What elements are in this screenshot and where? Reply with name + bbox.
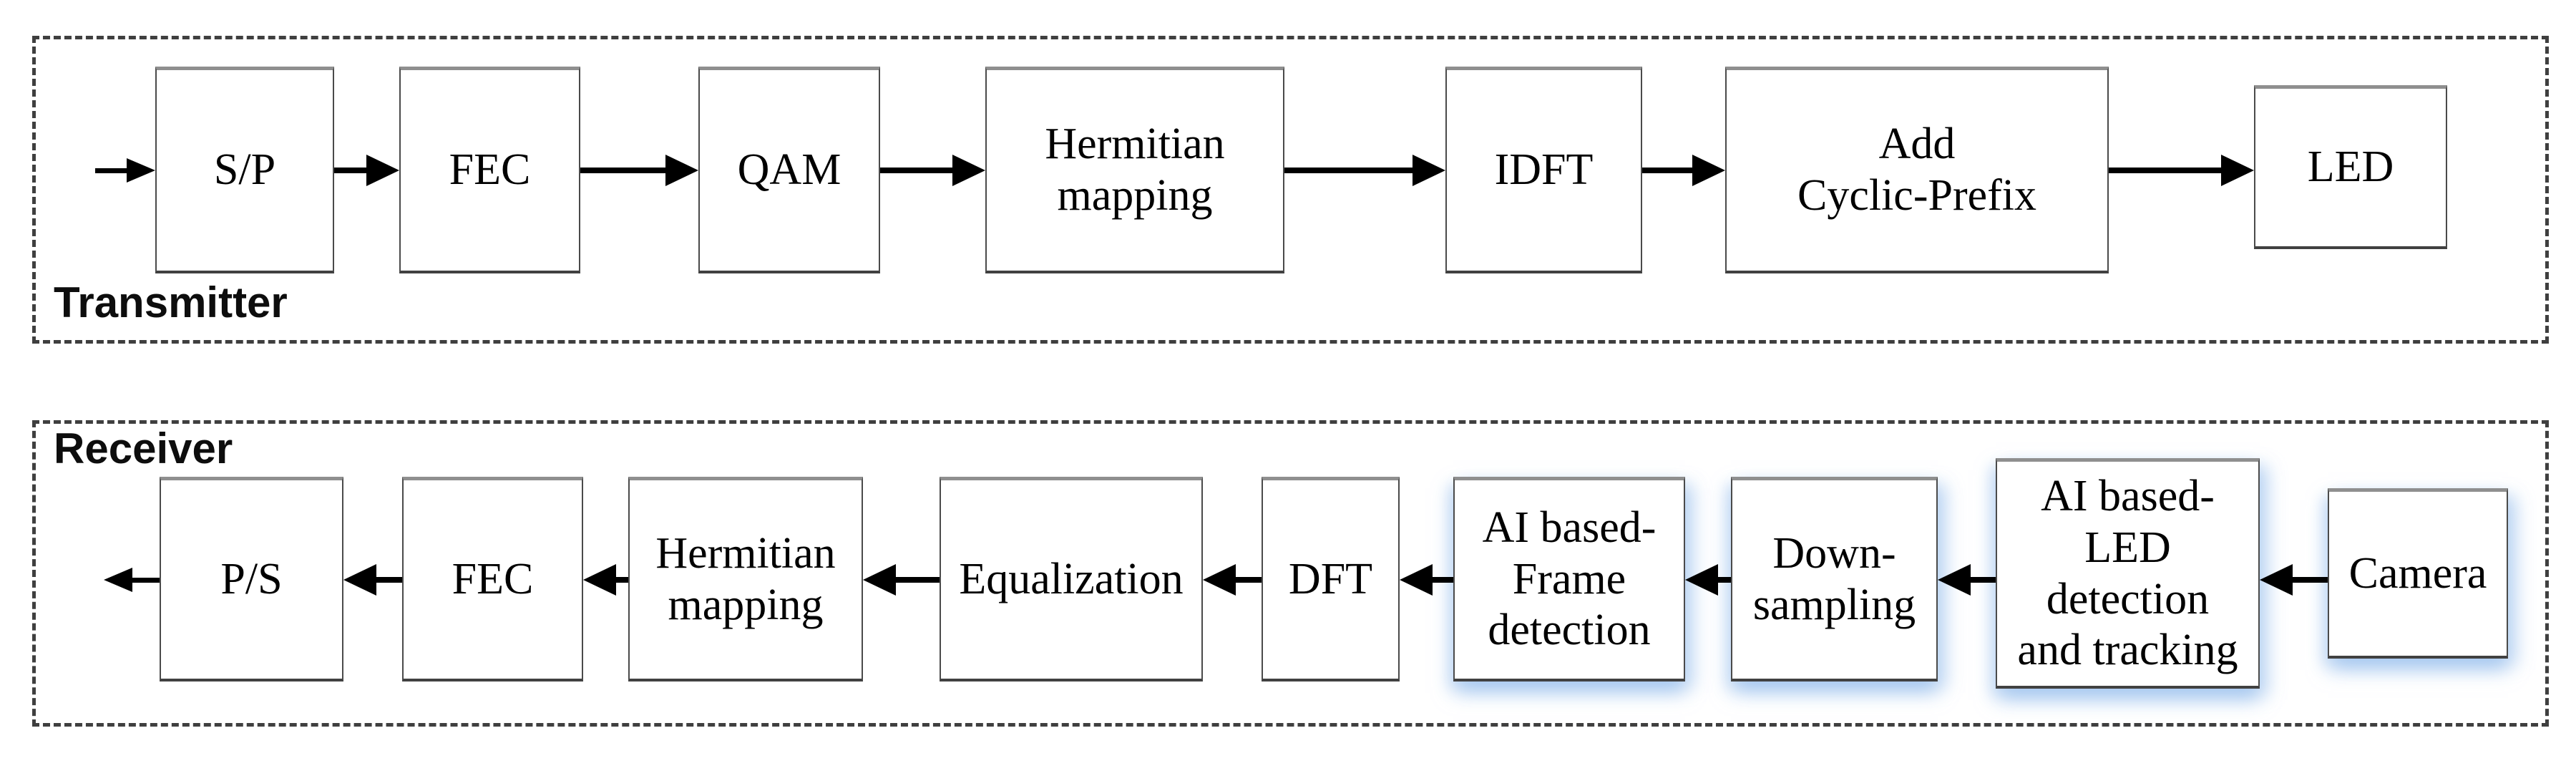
arrow-right-icon bbox=[2109, 155, 2254, 186]
block-ai-frame-detection: AI based- Frame detection bbox=[1453, 477, 1685, 681]
block-camera-label: Camera bbox=[2348, 548, 2487, 598]
block-camera: Camera bbox=[2328, 488, 2508, 659]
block-ps-label: P/S bbox=[220, 554, 283, 603]
arrow-left-icon bbox=[1400, 564, 1453, 596]
block-down-sampling-label: Down- sampling bbox=[1752, 528, 1916, 629]
arrow-right-icon bbox=[1284, 155, 1445, 186]
block-hermitian-mapping-rx: Hermitian mapping bbox=[628, 477, 863, 681]
block-led-label: LED bbox=[2307, 142, 2394, 192]
arrow-left-icon bbox=[1203, 564, 1262, 596]
block-dft: DFT bbox=[1262, 477, 1400, 681]
block-ai-led-detection-tracking: AI based- LED detection and tracking bbox=[1996, 458, 2260, 689]
block-hermitian-mapping-tx-label: Hermitian mapping bbox=[1045, 120, 1225, 220]
block-equalization-label: Equalization bbox=[959, 554, 1184, 603]
arrow-left-icon bbox=[2260, 564, 2328, 596]
block-add-cyclic-prefix-label: Add Cyclic-Prefix bbox=[1797, 120, 2036, 220]
block-sp: S/P bbox=[155, 67, 334, 273]
transmitter-stage bbox=[32, 36, 2549, 344]
block-led: LED bbox=[2254, 85, 2447, 249]
block-ai-led-detection-tracking-label: AI based- LED detection and tracking bbox=[2017, 471, 2238, 675]
receiver-label: Receiver bbox=[54, 425, 233, 472]
block-equalization: Equalization bbox=[940, 477, 1203, 681]
block-add-cyclic-prefix: Add Cyclic-Prefix bbox=[1725, 67, 2109, 273]
block-idft: IDFT bbox=[1445, 67, 1642, 273]
block-dft-label: DFT bbox=[1288, 554, 1373, 603]
block-sp-label: S/P bbox=[213, 145, 276, 195]
arrow-left-icon bbox=[583, 564, 628, 596]
receiver-stage bbox=[32, 420, 2549, 727]
block-fec-rx: FEC bbox=[402, 477, 583, 681]
block-qam-label: QAM bbox=[737, 145, 841, 195]
block-ai-frame-detection-label: AI based- Frame detection bbox=[1482, 503, 1657, 655]
block-fec-tx-label: FEC bbox=[449, 145, 531, 195]
block-hermitian-mapping-tx: Hermitian mapping bbox=[985, 67, 1284, 273]
arrow-right-icon bbox=[334, 155, 399, 186]
arrow-left-icon bbox=[863, 564, 940, 596]
arrow-right-icon bbox=[880, 155, 985, 186]
block-down-sampling: Down- sampling bbox=[1731, 477, 1938, 681]
input-arrow-icon bbox=[95, 158, 155, 183]
output-arrow-icon bbox=[104, 568, 160, 592]
block-idft-label: IDFT bbox=[1494, 145, 1594, 195]
transmitter-label: Transmitter bbox=[54, 278, 288, 326]
block-fec-rx-label: FEC bbox=[452, 554, 534, 603]
block-ps: P/S bbox=[160, 477, 343, 681]
arrow-left-icon bbox=[1938, 564, 1996, 596]
block-fec-tx: FEC bbox=[399, 67, 580, 273]
arrow-right-icon bbox=[580, 155, 698, 186]
arrow-right-icon bbox=[1642, 155, 1725, 186]
block-hermitian-mapping-rx-label: Hermitian mapping bbox=[655, 528, 836, 629]
arrow-left-icon bbox=[1685, 564, 1731, 596]
block-qam: QAM bbox=[698, 67, 880, 273]
arrow-left-icon bbox=[343, 564, 402, 596]
